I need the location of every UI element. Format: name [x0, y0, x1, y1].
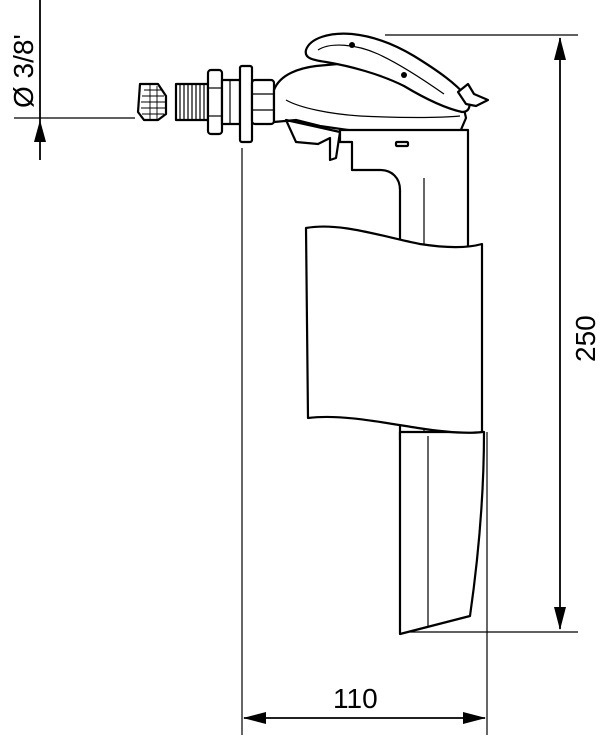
cap-pivot [349, 42, 355, 48]
cap-pin [401, 72, 407, 78]
body-seam [285, 99, 461, 119]
cap-ridge [317, 44, 445, 95]
valve-head [272, 32, 490, 162]
height-label: 250 [570, 315, 600, 362]
diameter-label: Ø 3/8' [8, 34, 39, 108]
height-dimension: 250 [385, 34, 600, 633]
height-arrowhead-bottom [554, 607, 566, 630]
width-dimension: 110 [241, 148, 488, 735]
threaded-inlet [174, 64, 276, 144]
column-slot [394, 140, 410, 148]
float-arm-cap [304, 32, 471, 114]
diameter-arrowhead [34, 120, 46, 142]
width-arrowhead-right [463, 712, 486, 724]
float-body [304, 225, 484, 434]
column-lower [398, 430, 486, 636]
width-label: 110 [333, 683, 378, 714]
diameter-dimension: Ø 3/8' [8, 0, 135, 160]
locknut [206, 68, 224, 136]
hex-nut [250, 78, 276, 126]
height-arrowhead-top [554, 37, 566, 60]
shank-spacer [220, 78, 242, 126]
float [304, 225, 484, 434]
filter-strainer [136, 82, 168, 122]
width-arrowhead-left [243, 712, 266, 724]
adjust-clip [456, 82, 490, 108]
washer [238, 64, 254, 144]
